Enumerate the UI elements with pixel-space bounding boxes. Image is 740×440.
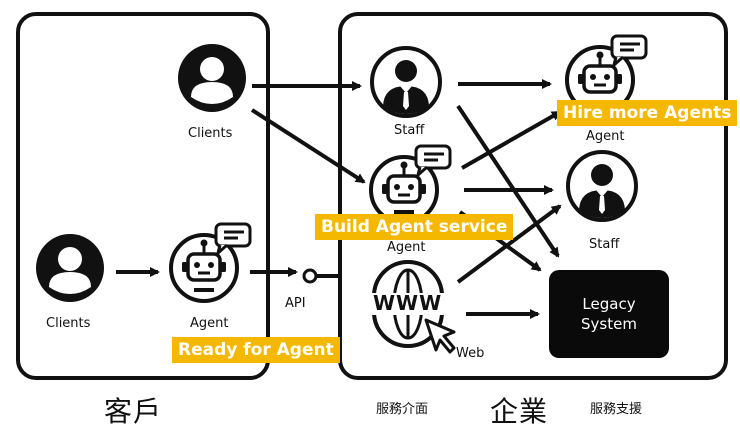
service-support-label: 服務支援	[590, 402, 643, 417]
arrow-web-to-staff-support	[456, 204, 562, 284]
arrow-agent-to-agent-support	[461, 110, 562, 170]
clients-bottom-label: Clients	[46, 316, 91, 331]
agent-customer-label: Agent	[190, 316, 229, 331]
www-glyph: WWW	[373, 291, 443, 315]
www-cursor-icon	[366, 260, 456, 354]
staff-support-label: Staff	[589, 237, 620, 252]
customer-region-title: 客戶	[104, 395, 163, 428]
agent-customer-robot-icon	[169, 222, 252, 303]
clients-bottom-person-icon	[36, 234, 104, 302]
agent-service-label: Agent	[387, 240, 426, 255]
agent-support-label: Agent	[586, 129, 625, 144]
legacy-line-2: System	[581, 315, 637, 333]
service-interface-label: 服務介面	[376, 402, 429, 417]
staff-service-label: Staff	[394, 123, 425, 138]
arrow-staff-to-legacy	[456, 104, 560, 258]
enterprise-region	[338, 12, 728, 380]
flow-arrows	[116, 79, 562, 319]
staff-service-icon	[370, 46, 442, 118]
ready-agent-highlight: Ready for Agent	[172, 337, 340, 363]
agent-service-robot-icon	[369, 144, 452, 225]
clients-top-person-icon	[178, 44, 246, 112]
api-label: API	[285, 296, 306, 311]
web-label: Web	[456, 346, 485, 361]
staff-support-icon	[566, 150, 638, 222]
legacy-system-box	[549, 270, 669, 358]
legacy-system-label: Legacy System	[549, 294, 669, 334]
clients-top-label: Clients	[188, 126, 233, 141]
customer-region	[16, 12, 270, 380]
hire-agents-highlight: Hire more Agents	[557, 100, 738, 126]
enterprise-region-title: 企業	[490, 395, 549, 428]
arrow-clients-to-agent	[250, 108, 366, 184]
api-connector-icon	[302, 268, 338, 284]
legacy-line-1: Legacy	[582, 295, 636, 313]
build-agent-highlight: Build Agent service	[315, 214, 514, 240]
